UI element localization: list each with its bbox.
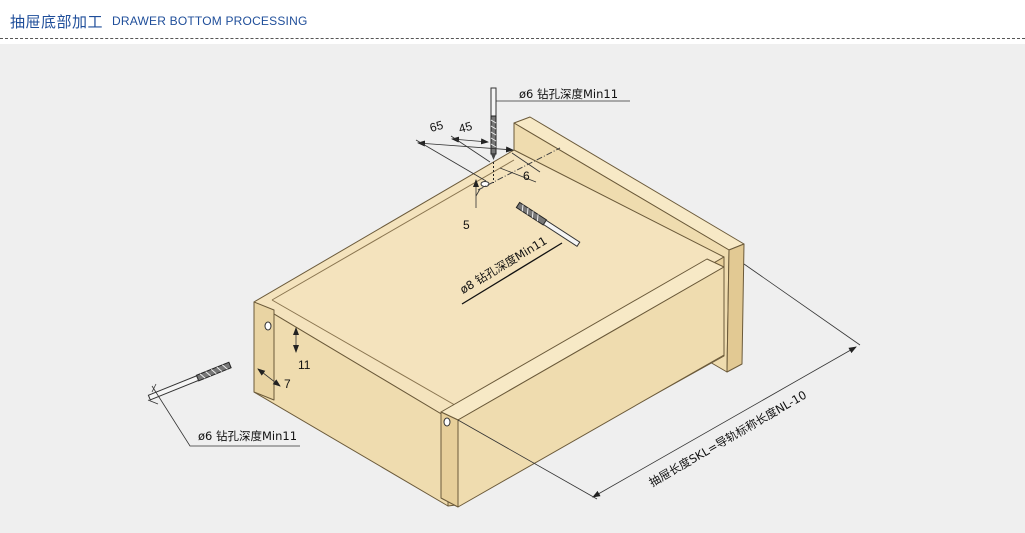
label-length-formula: 抽屉长度SKL=导轨标称长度NL-10 [647, 388, 809, 490]
label-drill-top: ø6 钻孔深度Min11 [519, 87, 618, 101]
section-title-cn: 抽屉底部加工 [10, 13, 104, 31]
dimension-5 [473, 179, 481, 208]
label-drill-left: ø6 钻孔深度Min11 [198, 429, 297, 443]
label-dim-6: 6 [523, 169, 530, 183]
label-dim-7: 7 [284, 377, 291, 391]
drawer-left-edge [253, 301, 275, 401]
dimension-length [457, 263, 861, 500]
leader-left [151, 385, 300, 447]
label-dim-11: 11 [298, 358, 311, 372]
header: 抽屉底部加工 DRAWER BOTTOM PROCESSING [0, 0, 1025, 40]
center-line [477, 147, 561, 191]
dimension-11-7 [257, 327, 299, 387]
dimension-65-45 [415, 135, 541, 183]
label-dim-45: 45 [457, 119, 474, 136]
section-title-en: DRAWER BOTTOM PROCESSING [112, 14, 308, 28]
label-dim-5: 5 [463, 218, 470, 232]
label-dim-65: 65 [428, 118, 445, 135]
drill-holes [264, 181, 490, 427]
drill-bit-top-icon [490, 87, 497, 183]
drawer-side-panel [440, 258, 725, 508]
drill-bit-left-icon [147, 361, 232, 401]
header-divider [0, 38, 1025, 39]
drill-bit-center-icon [515, 201, 581, 248]
